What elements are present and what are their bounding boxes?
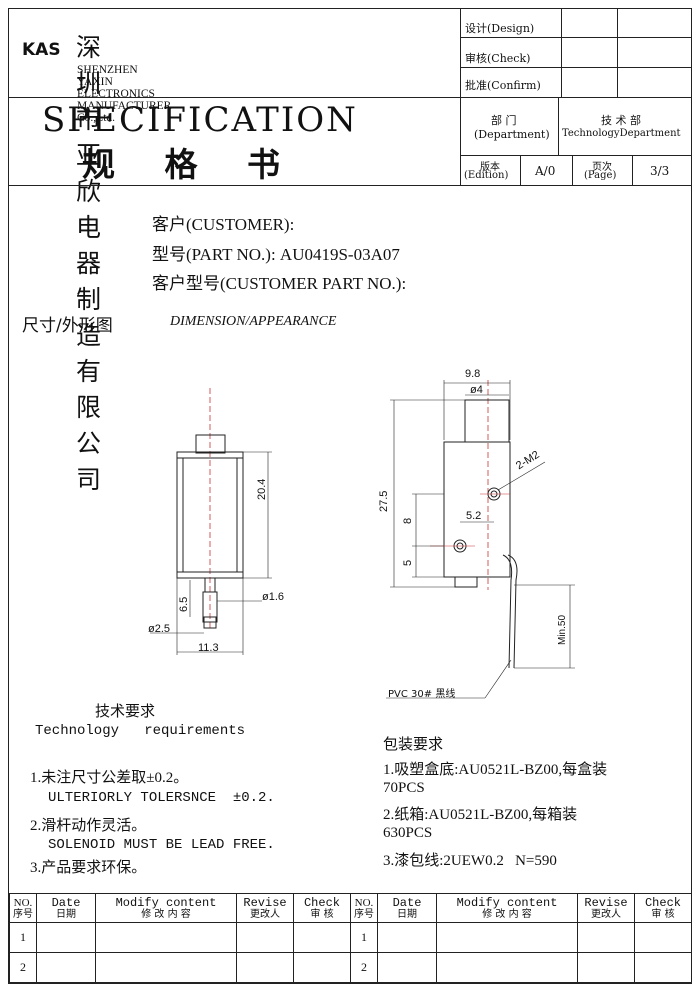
edition-label-en: (Edition) bbox=[464, 170, 509, 181]
tech-item-1-en: ULTERIORLY TOLERSNCE ±0.2. bbox=[48, 790, 275, 806]
dim-total-height: 27.5 bbox=[378, 490, 390, 512]
pack-item-1b: 70PCS bbox=[383, 780, 425, 796]
row-no-2: 1 bbox=[350, 922, 378, 953]
dept-value-en: TechnologyDepartment bbox=[562, 128, 681, 139]
pack-item-2b: 630PCS bbox=[383, 825, 433, 841]
pack-item-1: 1.吸塑盒底:AU0521L-BZ00,每盒装 bbox=[383, 762, 608, 778]
page-label-cn: 页次 bbox=[592, 162, 612, 173]
row-no-2: 2 bbox=[350, 952, 378, 983]
tech-item-2: 2.滑杆动作灵活。 bbox=[30, 818, 147, 834]
check-label: 审核(Check) bbox=[465, 52, 531, 65]
dept-label-en: (Department) bbox=[474, 128, 550, 141]
edition-label-cn: 版本 bbox=[480, 162, 500, 173]
table-row: 2 2 bbox=[9, 952, 692, 983]
table-row: 1 1 bbox=[9, 922, 692, 953]
dim-offset: 5.2 bbox=[466, 510, 482, 522]
confirm-label: 批准(Confirm) bbox=[465, 79, 541, 92]
customer-part-label: 客户型号(CUSTOMER PART NO.): bbox=[152, 274, 407, 293]
page-value: 3/3 bbox=[650, 164, 670, 178]
dim-top-width: 9.8 bbox=[465, 368, 481, 380]
page-frame bbox=[8, 8, 692, 984]
dim-width: 11.3 bbox=[198, 642, 219, 654]
dim-stroke: 6.5 bbox=[178, 596, 190, 612]
edition-value: A/0 bbox=[535, 164, 556, 178]
customer-label: 客户(CUSTOMER): bbox=[152, 215, 295, 234]
part-number: 型号(PART NO.): AU0419S-03A07 bbox=[152, 245, 400, 264]
dim-8: 8 bbox=[402, 517, 414, 524]
dept-value-cn: 技 术 部 bbox=[601, 114, 641, 127]
company-name-cn: 深圳市亚欣电器制造有限公司 bbox=[76, 33, 102, 494]
dim-wire-length: Min.50 bbox=[557, 614, 568, 645]
dimension-title-cn: 尺寸/外形图 bbox=[22, 316, 113, 336]
header-no: NO.序号 bbox=[9, 893, 37, 923]
design-label: 设计(Design) bbox=[465, 22, 535, 35]
dim-hole-diameter: ø4 bbox=[470, 384, 483, 396]
dimension-title-en: DIMENSION/APPEARANCE bbox=[170, 314, 337, 329]
pack-title: 包装要求 bbox=[383, 735, 444, 753]
tech-title-en: Technology requirements bbox=[35, 723, 246, 739]
pack-item-3: 3.漆包线:2UEW0.2 N=590 bbox=[383, 853, 557, 869]
page-label-en: (Page) bbox=[584, 170, 617, 181]
pack-item-2: 2.纸箱:AU0521L-BZ00,每箱装 bbox=[383, 807, 578, 823]
header-no-2: NO.序号 bbox=[350, 893, 378, 923]
wire-label: PVC 30# 黑线 bbox=[388, 689, 456, 700]
tech-item-3: 3.产品要求环保。 bbox=[30, 860, 147, 876]
dept-label-cn: 部 门 bbox=[491, 114, 517, 127]
dim-tip-diameter: ø2.5 bbox=[148, 623, 171, 635]
dim-height: 20.4 bbox=[256, 478, 268, 500]
row-no: 1 bbox=[9, 922, 37, 953]
logo: KAS bbox=[22, 40, 61, 60]
dim-5: 5 bbox=[402, 559, 414, 566]
dim-shaft-diameter: ø1.6 bbox=[262, 591, 285, 603]
tech-item-1: 1.未注尺寸公差取±0.2。 bbox=[30, 770, 189, 786]
spec-title-cn: 规 格 书 bbox=[82, 145, 280, 184]
row-no: 2 bbox=[9, 952, 37, 983]
tech-item-2-en: SOLENOID MUST BE LEAD FREE. bbox=[48, 837, 275, 853]
tech-title-cn: 技术要求 bbox=[95, 702, 156, 720]
spec-title-en: SPECIFICATION bbox=[42, 100, 358, 140]
